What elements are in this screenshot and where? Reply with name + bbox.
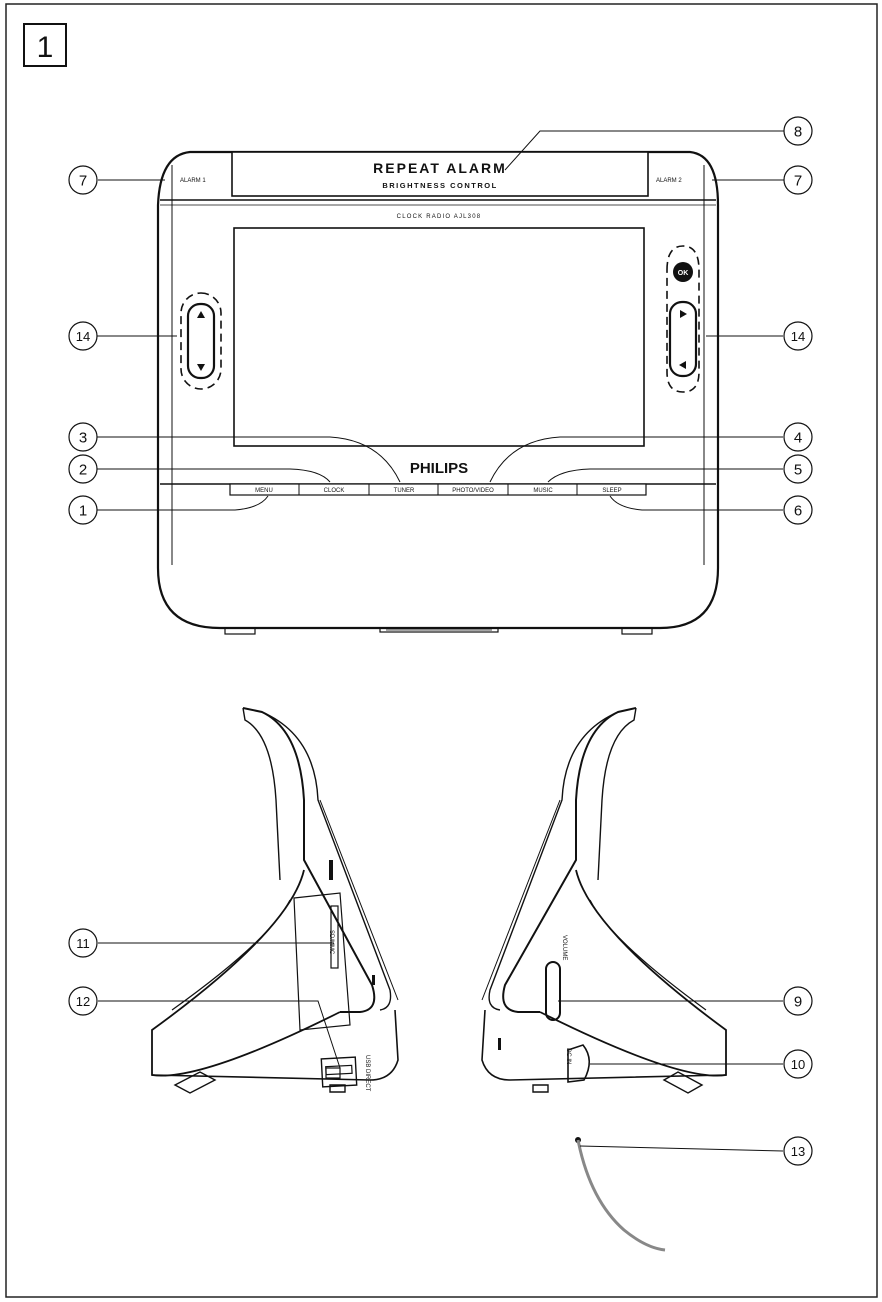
callout-9-text: 9 [794, 994, 802, 1011]
callout-7-right: 7 [783, 165, 813, 195]
menu-button-label[interactable]: MENU [255, 488, 273, 494]
card-slot[interactable] [330, 905, 339, 969]
usb-port-left[interactable] [320, 1056, 358, 1088]
callout-12: 12 [68, 986, 98, 1016]
callout-6-text: 6 [794, 503, 802, 520]
callout-7-left: 7 [68, 165, 98, 195]
callout-14-right-text: 14 [791, 329, 805, 344]
clock-button-label[interactable]: CLOCK [324, 488, 345, 494]
right-arrow-icon [680, 310, 687, 318]
right-side-view [481, 707, 727, 1252]
alarm2-label: ALARM 2 [656, 178, 682, 184]
left-dashed-group [180, 292, 222, 390]
fm-antenna-cable [576, 1139, 666, 1252]
tuner-button-label[interactable]: TUNER [394, 488, 415, 494]
figure-number: 1 [37, 31, 54, 64]
front-view [156, 150, 720, 635]
ok-label: OK [678, 270, 689, 277]
volume-wheel[interactable] [545, 961, 561, 1021]
display-screen [233, 227, 645, 447]
figure-number-box: 1 [23, 23, 67, 67]
foot-center [379, 627, 499, 633]
left-stand [151, 869, 341, 1077]
page-frame [5, 3, 878, 1298]
callout-1: 1 [68, 495, 98, 525]
callout-8: 8 [783, 116, 813, 146]
callout-7-right-text: 7 [794, 173, 802, 190]
callout-13-text: 13 [791, 1144, 805, 1159]
callout-5-text: 5 [794, 462, 802, 479]
left-right-button[interactable] [668, 300, 698, 378]
callout-10-text: 10 [791, 1057, 805, 1072]
down-arrow-icon [197, 364, 205, 371]
callout-11-text: 11 [76, 936, 90, 951]
volume-label: VOLUME [561, 935, 567, 960]
callout-7-left-text: 7 [79, 173, 87, 190]
usb-direct-label: USB DIRECT [364, 1055, 370, 1092]
card-slot-label: SD/MMC [328, 930, 334, 955]
callout-12-text: 12 [76, 994, 90, 1009]
brightness-control-label: BRIGHTNESS CONTROL [382, 181, 497, 190]
card-panel [293, 892, 351, 1031]
left-arrow-icon [679, 361, 686, 369]
dc-in-label: DC IN [565, 1048, 571, 1064]
callout-leaders [97, 130, 784, 1152]
callouts: 7 7 8 14 14 3 4 2 [68, 116, 813, 1166]
callout-8-text: 8 [794, 124, 802, 141]
left-side-view [151, 707, 399, 1094]
music-button-label[interactable]: MUSIC [533, 488, 553, 494]
callout-14-left-text: 14 [76, 329, 90, 344]
alarm1-label: ALARM 1 [180, 178, 206, 184]
brand-logo: PHILIPS [410, 460, 468, 477]
callout-14-left: 14 [68, 321, 98, 351]
foot-right [621, 627, 653, 635]
callout-3-text: 3 [79, 430, 87, 447]
callout-4: 4 [783, 422, 813, 452]
callout-1-text: 1 [79, 503, 87, 520]
callout-6: 6 [783, 495, 813, 525]
right-stand [539, 869, 727, 1077]
callout-11: 11 [68, 928, 98, 958]
foot-left [224, 627, 256, 635]
callout-14-right: 14 [783, 321, 813, 351]
callout-5: 5 [783, 454, 813, 484]
dc-in-socket[interactable] [567, 1044, 591, 1083]
callout-2-text: 2 [79, 462, 87, 479]
top-bar[interactable] [231, 151, 649, 197]
up-down-button-left[interactable] [186, 302, 216, 380]
up-arrow-icon [197, 311, 205, 318]
sleep-button-label[interactable]: SLEEP [602, 488, 621, 494]
callout-2: 2 [68, 454, 98, 484]
callout-10: 10 [783, 1049, 813, 1079]
callout-13: 13 [783, 1136, 813, 1166]
callout-4-text: 4 [794, 430, 802, 447]
model-label: CLOCK RADIO AJL308 [397, 214, 482, 220]
photo-video-button-label[interactable]: PHOTO/VIDEO [452, 488, 494, 494]
callout-9: 9 [783, 986, 813, 1016]
ok-button[interactable] [673, 262, 693, 282]
repeat-alarm-label: REPEAT ALARM [373, 160, 507, 176]
callout-3: 3 [68, 422, 98, 452]
device-body [156, 150, 720, 630]
